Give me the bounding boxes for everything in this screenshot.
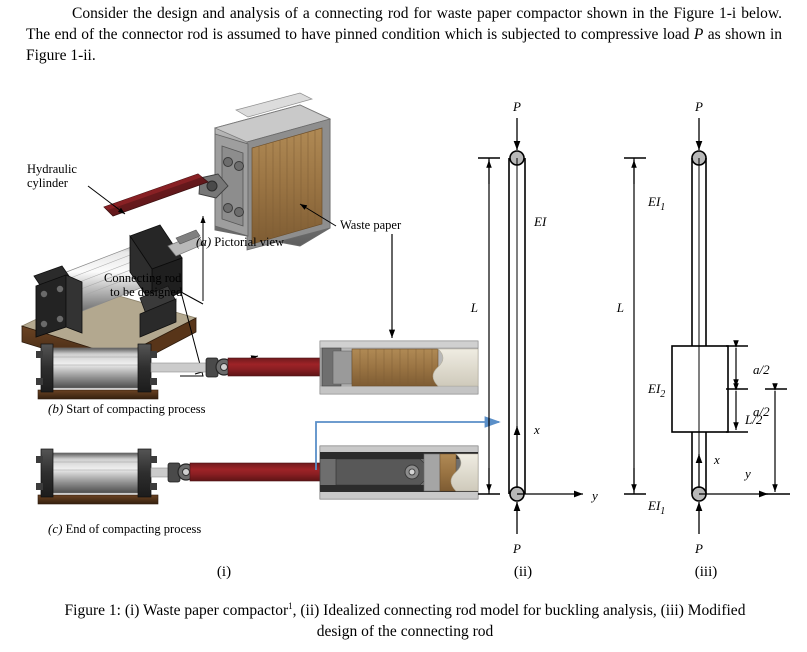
panel-ii-idealized-rod: P P EI L x y (ii) [470, 99, 598, 580]
panel-iii-y-axis-label: y [743, 466, 751, 481]
intro-text-part1: Consider the design and analysis of a co… [26, 5, 782, 43]
waste-paper-leader-line [299, 203, 337, 227]
intro-paragraph: Consider the design and analysis of a co… [26, 4, 782, 66]
panel-ii-label: (ii) [514, 564, 532, 580]
base-wood-c [37, 494, 159, 505]
panel-i-pictorial-view: Hydraulic cylinder Waste paper Connectin… [20, 92, 501, 580]
connecting-rod-c [189, 462, 341, 482]
connecting-rod-leader-joint [180, 291, 204, 305]
compactor-side-view-end [36, 445, 479, 505]
hydraulic-cylinder-leader-line [87, 185, 126, 215]
hydraulic-cylinder-label-line2: cylinder [27, 176, 69, 190]
panel-iii-load-bottom-label: P [694, 541, 703, 556]
figure-caption-prefix: Figure 1: (i) Waste paper compactor [64, 602, 289, 620]
figure-container: Hydraulic cylinder Waste paper Connectin… [0, 86, 807, 586]
compactor-box-3d [198, 92, 332, 251]
panel-ii-x-axis-label: x [533, 422, 540, 437]
panel-iii-stiffness-top-label: EI1 [647, 194, 665, 213]
panel-ii-y-axis-label: y [590, 488, 598, 503]
base-wood-b [37, 389, 159, 400]
subcaption-c-letter: (c) [48, 521, 62, 536]
blue-connector-arrow [315, 416, 501, 470]
subcaption-b: (b) Start of compacting process [48, 401, 206, 416]
panel-iii-stiffness-mid-label: EI2 [647, 381, 665, 400]
connecting-rod-leader-lower [180, 291, 204, 377]
connecting-rod-label-line1: Connecting rod [104, 271, 182, 285]
intro-load-symbol: P [693, 25, 704, 43]
panel-ii-load-bottom-label: P [512, 541, 521, 556]
intro-text-part2: as shown in Figure 1-ii. [26, 25, 782, 64]
subcaption-c: (c) End of compacting process [48, 521, 201, 536]
panel-ii-length-label: L [470, 300, 478, 315]
panel-iii-label: (iii) [695, 564, 718, 580]
subcaption-b-text: Start of compacting process [63, 402, 205, 416]
panel-ii-stiffness-label: EI [533, 214, 547, 229]
panel-i-label: (i) [217, 564, 231, 580]
paper-bale-3d [251, 127, 323, 245]
subcaption-a-letter: (a) [196, 234, 211, 249]
connecting-rod-label-line2: to be designed [110, 285, 183, 299]
panel-iii-dim-a-lower-label: a/2 [753, 404, 770, 419]
subcaption-c-text: End of compacting process [62, 522, 201, 536]
subcaption-a: (a) Pictorial view [196, 234, 284, 249]
subcaption-b-letter: (b) [48, 401, 63, 416]
connecting-rod-3d [103, 173, 209, 217]
connecting-rod-b [227, 357, 329, 377]
compactor-chamber-c [319, 445, 479, 500]
panel-iii-modified-rod: P P EI1 EI2 EI1 L [616, 99, 790, 580]
hydraulic-cylinder-3d [20, 224, 205, 373]
compactor-side-view-start [36, 234, 479, 400]
panel-iii-length-label: L [616, 300, 624, 315]
panel-iii-x-axis-label: x [713, 452, 720, 467]
subcaption-a-text: Pictorial view [211, 235, 284, 249]
panel-iii-thick-section [671, 345, 729, 433]
panel-ii-load-top-label: P [512, 99, 521, 114]
compactor-chamber-b [319, 340, 479, 395]
waste-paper-label: Waste paper [340, 218, 402, 232]
figure-svg: Hydraulic cylinder Waste paper Connectin… [20, 92, 790, 580]
figure-caption: Figure 1: (i) Waste paper compactor1, (i… [60, 600, 750, 643]
panel-iii-load-top-label: P [694, 99, 703, 114]
figure-caption-footnote: 1 [288, 601, 293, 611]
hydraulic-cylinder-label-line1: Hydraulic [27, 162, 77, 176]
figure-caption-rest: , (ii) Idealized connecting rod model fo… [292, 602, 746, 641]
panel-iii-dim-half-length-label: L/2 [744, 412, 763, 427]
panel-iii-dim-a-upper-label: a/2 [753, 362, 770, 377]
panel-iii-stiffness-bot-label: EI1 [647, 498, 665, 517]
